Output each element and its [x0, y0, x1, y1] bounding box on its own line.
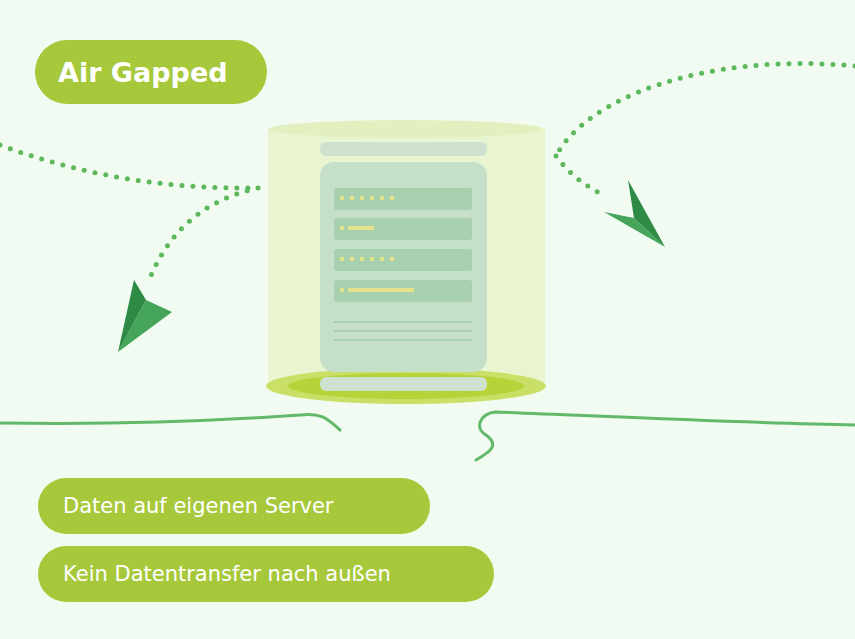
server-slot [334, 249, 472, 271]
server-leds [340, 196, 414, 292]
feature-pill: Kein Datentransfer nach außen [38, 546, 494, 602]
glass-cylinder [268, 128, 545, 386]
cylinder-base-inner [288, 373, 524, 399]
pill-text: Air Gapped [58, 57, 228, 88]
cylinder-base [266, 368, 546, 404]
server-foot [320, 377, 487, 391]
server-body [320, 162, 487, 372]
server-slot [334, 218, 472, 240]
pill-text: Daten auf eigenen Server [63, 494, 334, 518]
server-cap [320, 142, 487, 156]
tag-pill: Air Gapped [35, 40, 267, 104]
cylinder-lid [269, 120, 543, 138]
pill-text: Kein Datentransfer nach außen [63, 562, 391, 586]
paper-plane [118, 280, 172, 352]
cable-right [476, 412, 855, 460]
server-vents [334, 322, 472, 340]
paper-plane [604, 180, 665, 247]
server-slot [334, 188, 472, 210]
cable-left [0, 414, 340, 430]
feature-pill: Daten auf eigenen Server [38, 478, 430, 534]
server-slot [334, 280, 472, 302]
